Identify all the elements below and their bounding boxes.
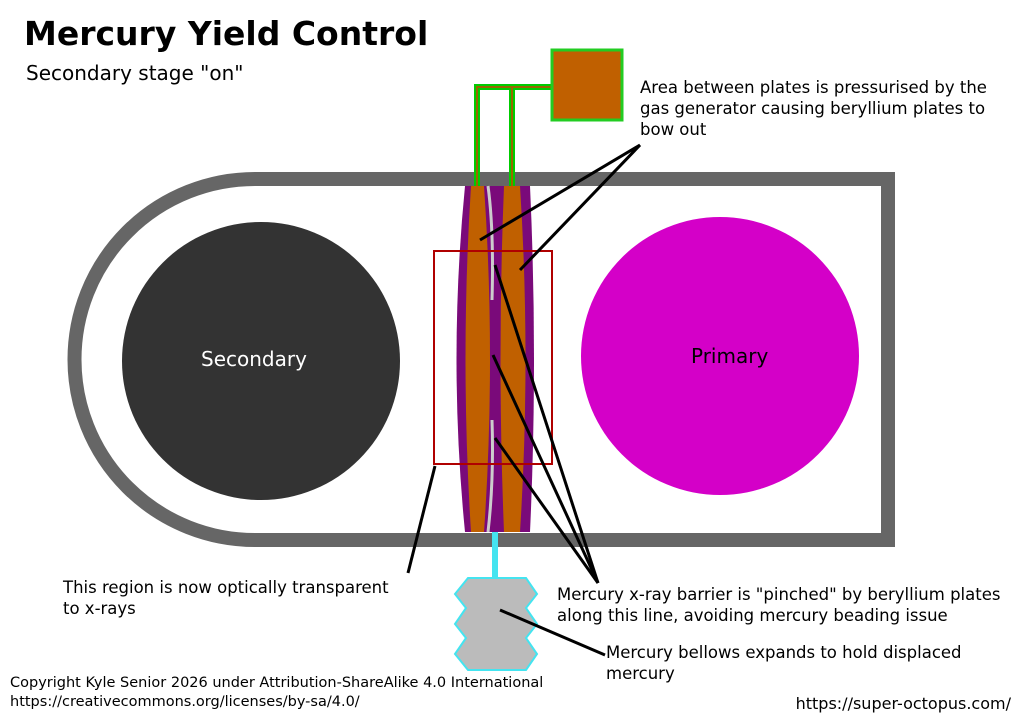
secondary-label: Secondary (201, 347, 307, 371)
site-link[interactable]: https://super-octopus.com/ (795, 694, 1011, 713)
bellows-pipe (492, 532, 498, 578)
page-subtitle: Secondary stage "on" (26, 61, 244, 85)
beryllium-plate-right (500, 186, 526, 532)
mercury-bellows (453, 577, 539, 671)
transparent-region-box (433, 250, 553, 465)
leader-lines (406, 143, 642, 657)
copyright-text: Copyright Kyle Senior 2026 under Attribu… (10, 675, 544, 710)
pinched-annotation: Mercury x-ray barrier is "pinched" by be… (557, 585, 1001, 625)
page-title: Mercury Yield Control (24, 14, 429, 53)
transparent-annotation: This region is now optically transparent… (63, 578, 389, 618)
beryllium-plate-left (465, 186, 490, 532)
bellows-annotation: Mercury bellows expands to hold displace… (606, 643, 962, 683)
gas-generator (550, 48, 624, 122)
secondary-circle (122, 222, 400, 500)
license-link[interactable]: https://creativecommons.org/licenses/by-… (10, 694, 360, 710)
pinch-line (486, 185, 494, 301)
pressurised-annotation: Area between plates is pressurised by th… (640, 78, 987, 139)
primary-label: Primary (691, 344, 769, 368)
primary-circle (581, 217, 859, 495)
gas-lines (474, 84, 552, 190)
